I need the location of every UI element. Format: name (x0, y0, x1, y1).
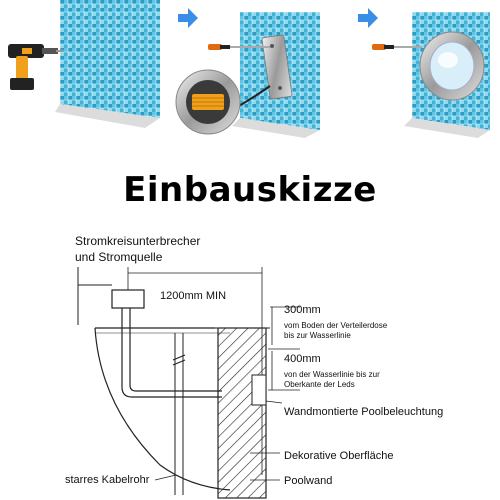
dim-300-desc-line1: vom Boden der Verteilerdose (284, 321, 388, 330)
dim-300-desc-line2: bis zur Wasserlinie (284, 331, 351, 340)
step-3-installed (372, 12, 490, 138)
installed-pool-light-icon (419, 31, 485, 101)
dim-400-value: 400mm (284, 353, 321, 365)
rigid-conduit (174, 333, 184, 495)
installation-diagram: Stromkreisunterbrecher und Stromquelle 1… (65, 234, 443, 499)
conduit-label: starres Kabelrohr (65, 474, 150, 486)
pool-outline (94, 327, 231, 491)
installation-steps (8, 0, 490, 138)
step-1-drilling (8, 0, 160, 128)
screwdriver-mounting-plate-icon (208, 34, 293, 111)
conduit-pipe-outer (121, 308, 222, 398)
light-backside-icon (175, 69, 241, 135)
breaker-box (111, 289, 145, 309)
page-title: Einbauskizze (123, 170, 377, 210)
light-label: Wandmontierte Poolbeleuchtung (284, 406, 443, 418)
wall-label: Poolwand (284, 475, 332, 487)
dim-300-value: 300mm (284, 304, 321, 316)
tile-wall-1 (60, 0, 160, 118)
pool-wall (217, 327, 267, 499)
distance-label: 1200mm MIN (160, 290, 226, 302)
breaker-label-line2: und Stromquelle (75, 250, 163, 264)
drill-icon (8, 44, 64, 90)
dim-400-desc-line1: von der Wasserlinie bis zur (284, 370, 380, 379)
dim-400-desc-line2: Oberkante der Leds (284, 380, 355, 389)
wall-light-fixture (251, 374, 267, 406)
surface-label: Dekorative Oberfläche (284, 450, 393, 462)
arrow-right-icon (358, 8, 378, 28)
breaker-label-line1: Stromkreisunterbrecher (75, 234, 200, 248)
arrow-right-icon (178, 8, 198, 28)
step-2-mounting (175, 12, 320, 138)
conduit-pipe-inner (129, 308, 222, 392)
